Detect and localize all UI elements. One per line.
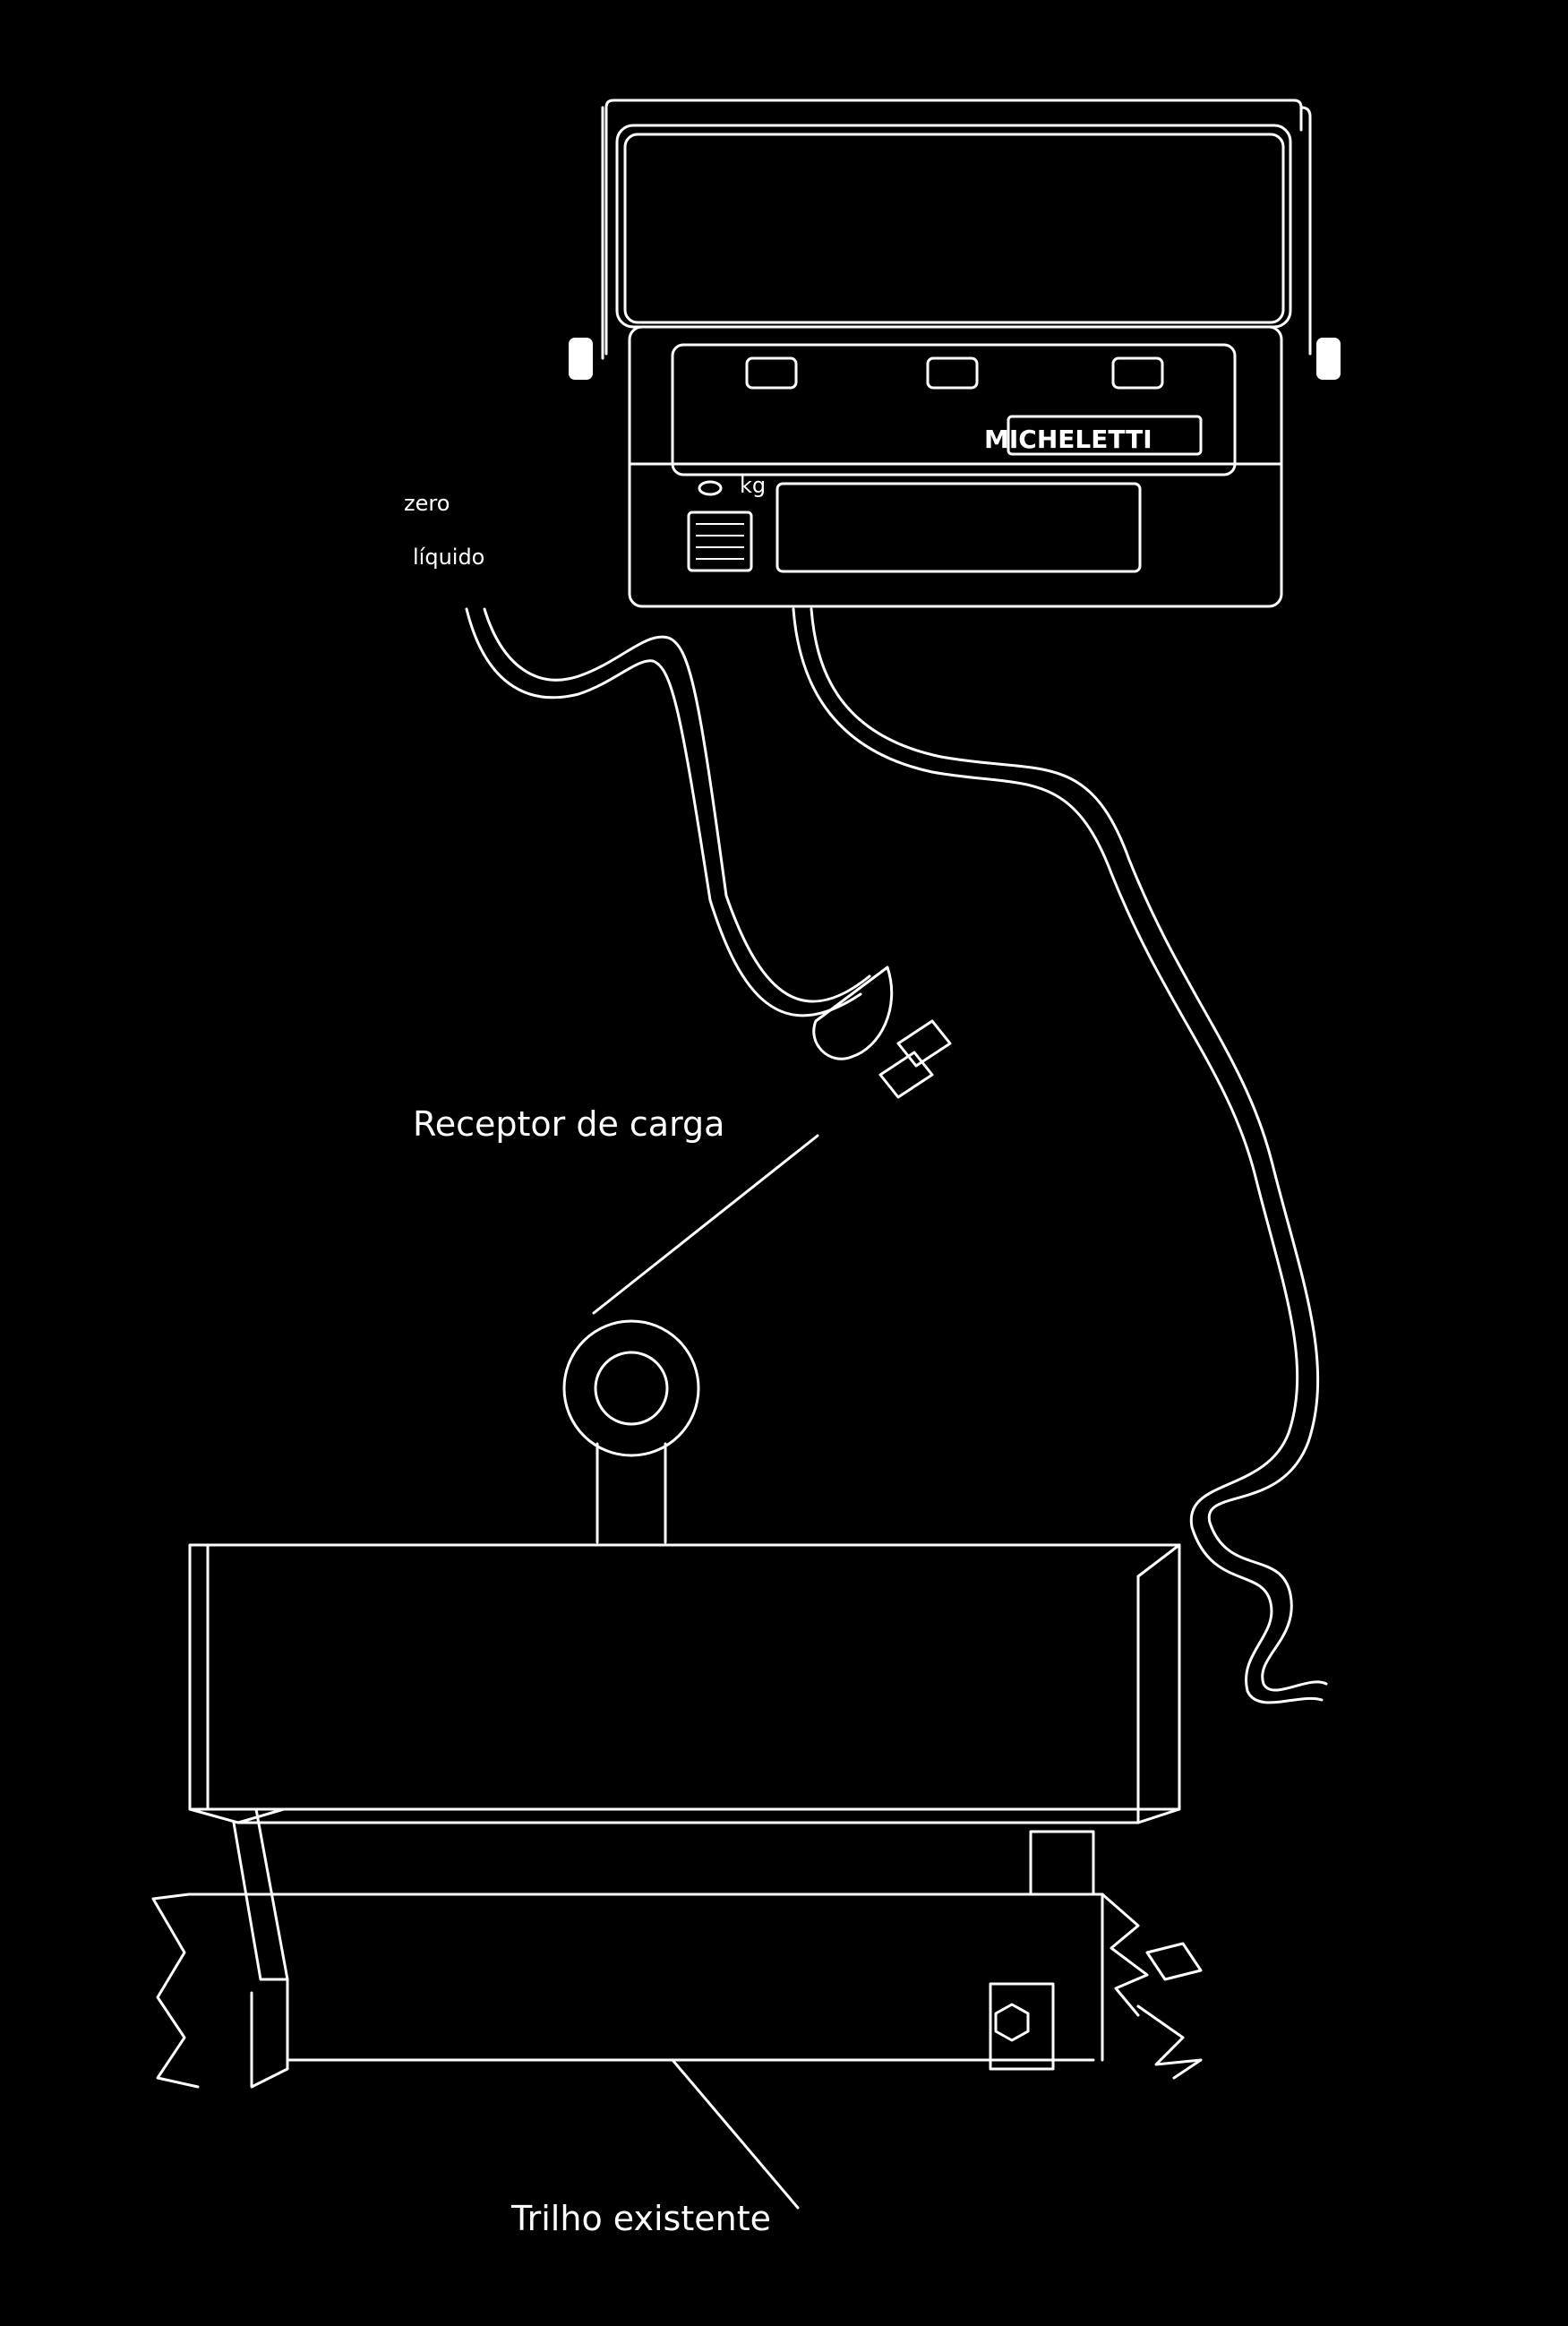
- power-cable: [465, 607, 952, 1099]
- label-load-receptor: Receptor de carga: [413, 1104, 724, 1144]
- load-cell-cable: [792, 607, 1328, 1704]
- eye-bolt-inner: [594, 1351, 669, 1426]
- left-knob-icon: [1316, 338, 1341, 380]
- indicator-lamp-icon: [698, 480, 723, 496]
- leader-rail: [671, 2058, 800, 2210]
- leader-receptor: [592, 1134, 819, 1315]
- rail-assembly: [151, 1807, 1203, 2210]
- unit-label: kg: [740, 473, 766, 498]
- zero-label: zero: [404, 491, 450, 516]
- power-plug-icon: [812, 966, 894, 1060]
- weight-indicator: [569, 99, 1341, 608]
- tare-button: [1111, 356, 1164, 390]
- right-knob-icon: [569, 338, 593, 380]
- load-cell-housing: [188, 1543, 1181, 1824]
- rail-clamp: [989, 1982, 1055, 2071]
- eye-bolt-outer: [562, 1319, 700, 1457]
- liquid-label: líquido: [413, 545, 484, 570]
- indicator-front-panel: [628, 325, 1283, 608]
- label-existing-rail: Trilho existente: [510, 2199, 771, 2238]
- brand-logo: [1007, 415, 1203, 456]
- print-button: [926, 356, 979, 390]
- hex-nut-icon: [994, 2003, 1030, 2042]
- load-receptor: [562, 1134, 819, 1544]
- zero-button: [745, 356, 798, 390]
- brand-name: MICHELETTI: [984, 425, 1152, 454]
- weight-display: [775, 482, 1142, 573]
- spec-plate: [687, 511, 753, 572]
